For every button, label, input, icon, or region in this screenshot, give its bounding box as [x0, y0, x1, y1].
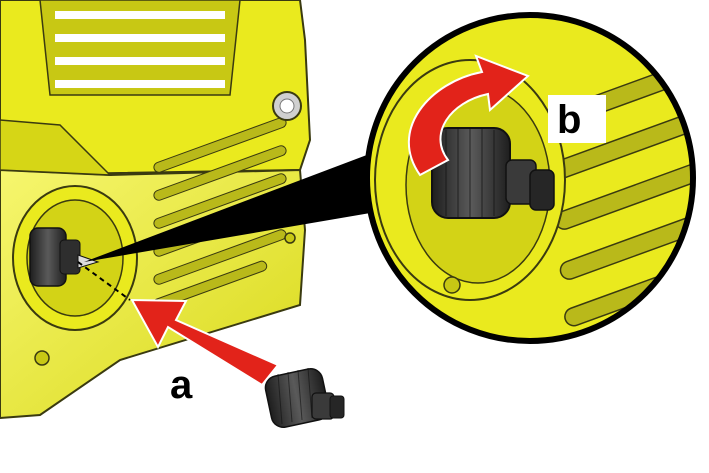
housing-screw — [272, 91, 302, 121]
arrow-insert-icon — [130, 298, 280, 387]
insertion-guide-line — [77, 261, 131, 301]
callout-pointer — [84, 150, 388, 262]
zoom-detail-view — [364, 12, 696, 344]
machine-housing — [0, 0, 312, 420]
housing-hole — [34, 350, 50, 366]
arrow-rotate-icon — [407, 54, 530, 177]
hose-coupling-icon — [264, 367, 345, 428]
upper-vent-grille — [39, 0, 241, 96]
zoom-coupling-attached — [431, 127, 555, 219]
housing-hole — [284, 232, 296, 244]
step-label-b: b — [557, 98, 581, 142]
step-label-b-box: b — [548, 95, 606, 143]
step-label-a: a — [170, 363, 193, 407]
water-inlet-connector — [29, 227, 100, 287]
